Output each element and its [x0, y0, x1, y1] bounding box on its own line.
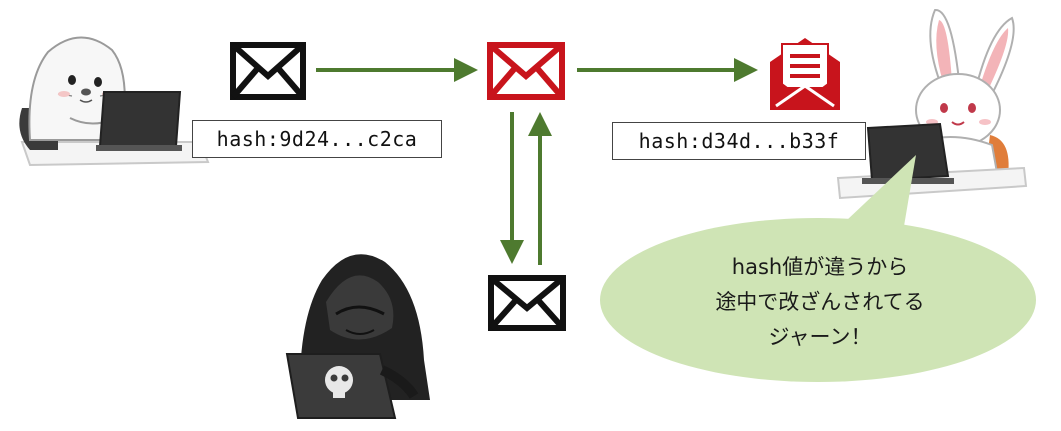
rabbit-receiver-icon [836, 9, 1028, 200]
speech-line-1: hash値が違うから [731, 255, 909, 279]
speech-bubble-text: hash値が違うから 途中で改ざんされてる ジャーン！ [640, 250, 1000, 355]
mail-intercepted-icon [487, 42, 565, 100]
speech-bubble [600, 155, 1036, 382]
hash-label-receiver: hash:d34d...b33f [612, 122, 866, 160]
mail-tampered-icon [488, 275, 566, 331]
speech-line-3: ジャーン！ [768, 325, 872, 349]
speech-line-2: 途中で改ざんされてる [715, 290, 925, 314]
hacker-icon [285, 254, 430, 419]
mail-original-icon [230, 42, 306, 100]
mail-opened-icon [770, 38, 840, 110]
seal-sender-icon [19, 36, 210, 167]
hash-label-sender: hash:9d24...c2ca [192, 120, 442, 158]
